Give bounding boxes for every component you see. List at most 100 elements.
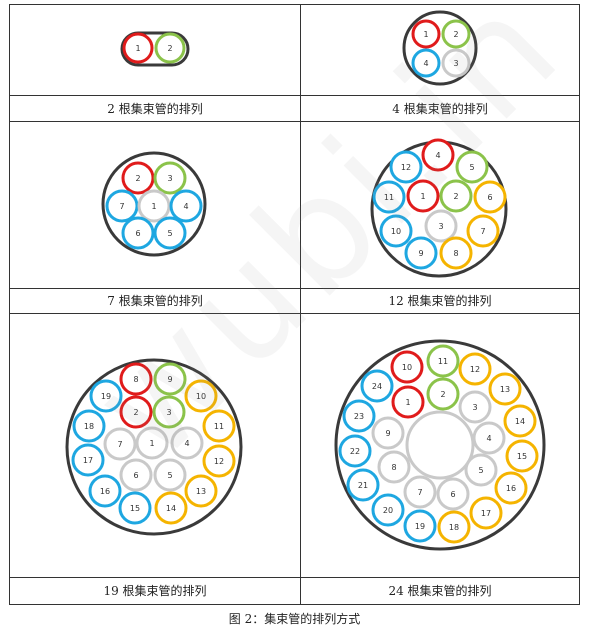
- tube-orange: [505, 439, 539, 473]
- tube-blue: [346, 468, 380, 502]
- tube-blue: [379, 214, 413, 248]
- tube-number: 17: [481, 509, 491, 518]
- tube-number: 11: [214, 422, 224, 431]
- tube-number: 10: [402, 363, 412, 372]
- tube-gray: [377, 450, 411, 484]
- tube-number: 19: [415, 522, 425, 531]
- jackets: [65, 10, 546, 551]
- tube-red: [421, 138, 455, 172]
- tube-blue: [411, 48, 441, 78]
- jacket-4-tubes: [402, 10, 478, 86]
- tube-blue: [403, 509, 437, 543]
- tube-orange: [439, 236, 473, 270]
- tube-gray: [464, 453, 498, 487]
- tube-number: 19: [101, 392, 111, 401]
- caption-4-tubes: 4 根集束管的排列: [392, 101, 487, 116]
- tube-green: [153, 161, 187, 195]
- tube-number: 1: [135, 44, 140, 53]
- tube-red: [406, 179, 440, 213]
- tube-number: 4: [183, 202, 188, 211]
- tube-number: 9: [167, 375, 172, 384]
- tube-orange: [184, 379, 218, 413]
- tube-red: [121, 161, 155, 195]
- tube-blue: [342, 399, 376, 433]
- tube-number: 5: [469, 163, 474, 172]
- tube-gray: [153, 458, 187, 492]
- jacket-19-tubes: [65, 358, 243, 536]
- tube-green: [439, 179, 473, 213]
- tube-blue: [153, 216, 187, 250]
- tube-gray: [135, 426, 169, 460]
- tube-gray: [137, 189, 171, 223]
- tube-blue: [89, 379, 123, 413]
- tube-number: 12: [470, 365, 480, 374]
- tube-number: 15: [517, 452, 527, 461]
- tube-number: 3: [453, 59, 458, 68]
- tube-green: [152, 395, 186, 429]
- tube-number: 4: [184, 439, 189, 448]
- tube-number: 16: [100, 487, 110, 496]
- tube-number: 7: [117, 440, 122, 449]
- tube-number: 6: [135, 229, 140, 238]
- jacket-2-tubes: [120, 31, 190, 67]
- tube-number: 10: [196, 392, 206, 401]
- tube-number: 7: [480, 227, 485, 236]
- tube-number: 7: [119, 202, 124, 211]
- tube-orange: [469, 496, 503, 530]
- tube-number: 13: [196, 487, 206, 496]
- caption-7-tubes: 7 根集束管的排列: [107, 293, 202, 308]
- table-border: [9, 4, 580, 605]
- tube-number: 2: [135, 174, 140, 183]
- tube-orange: [494, 471, 528, 505]
- tube-number: 2: [133, 408, 138, 417]
- tube-number: 16: [506, 484, 516, 493]
- tube-orange: [184, 474, 218, 508]
- tube-number: 17: [83, 456, 93, 465]
- tube-blue: [88, 474, 122, 508]
- tube-number: 5: [167, 471, 172, 480]
- tube-gray: [424, 209, 458, 243]
- jacket-7-tubes: [101, 151, 207, 257]
- caption-2-tubes: 2 根集束管的排列: [107, 101, 202, 116]
- tube-red: [391, 385, 425, 419]
- tube-number: 18: [449, 523, 459, 532]
- tube-green: [154, 32, 186, 64]
- tube-blue: [71, 443, 105, 477]
- tube-blue: [372, 180, 406, 214]
- tube-gray: [371, 416, 405, 450]
- tube-blue: [338, 434, 372, 468]
- tube-number: 14: [166, 504, 176, 513]
- caption-12-tubes: 12 根集束管的排列: [388, 293, 491, 308]
- tube-gray: [472, 421, 506, 455]
- tube-green: [153, 362, 187, 396]
- tube-orange: [503, 404, 537, 438]
- tube-number: 1: [423, 30, 428, 39]
- tube-green: [455, 150, 489, 184]
- tube-number: 4: [435, 151, 440, 160]
- tube-number: 2: [453, 30, 458, 39]
- tube-orange: [202, 409, 236, 443]
- tube-number: 1: [405, 398, 410, 407]
- tube-number: 4: [423, 59, 428, 68]
- tube-red: [411, 19, 441, 49]
- tube-number: 13: [500, 385, 510, 394]
- tube-number: 8: [133, 375, 138, 384]
- tube-green: [441, 19, 471, 49]
- tube-red: [119, 362, 153, 396]
- tube-number: 4: [486, 434, 491, 443]
- tube-number: 6: [487, 193, 492, 202]
- tube-number: 9: [418, 249, 423, 258]
- tube-blue: [72, 409, 106, 443]
- tube-number: 15: [130, 504, 140, 513]
- tube-number: 3: [472, 403, 477, 412]
- tube-orange: [154, 491, 188, 525]
- tube-blue: [360, 369, 394, 403]
